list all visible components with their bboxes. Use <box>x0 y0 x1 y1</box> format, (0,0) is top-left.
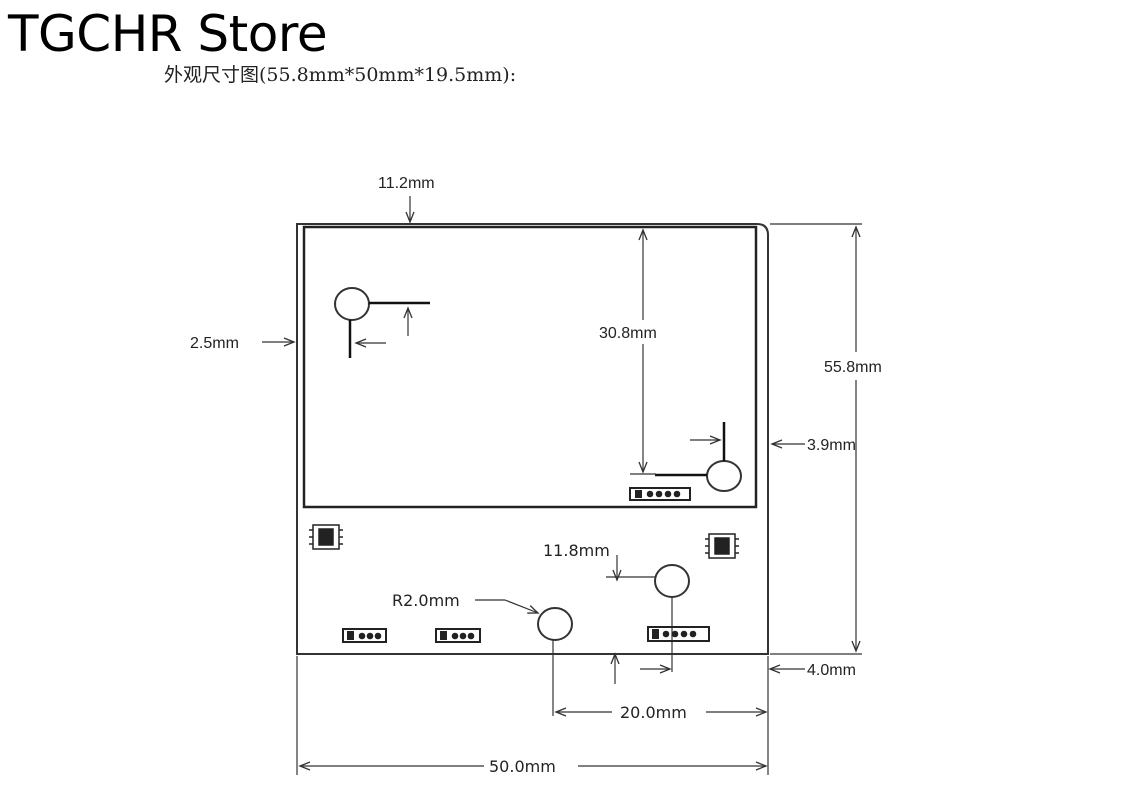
connector-header-left <box>342 628 387 643</box>
label-top-offset: 11.2mm <box>378 175 435 192</box>
hole-top-left <box>334 287 370 321</box>
mounting-holes <box>334 287 742 641</box>
label-total-height: 55.8mm <box>824 359 882 376</box>
label-bottom-margin: 4.0mm <box>807 662 856 679</box>
label-right-margin: 3.9mm <box>807 437 856 454</box>
chip-right <box>705 533 739 559</box>
hole-screen-bottom-right <box>706 460 742 492</box>
label-hole-offset: 11.8mm <box>543 541 610 560</box>
hole-bottom-left <box>537 607 573 641</box>
store-watermark: TGCHR Store <box>8 5 328 63</box>
connector-header-screen <box>629 487 691 501</box>
dimension-arrows <box>262 196 862 775</box>
label-total-width: 50.0mm <box>489 757 556 776</box>
hole-bottom-right <box>654 564 690 598</box>
connector-header-middle <box>435 628 481 643</box>
hole-reference-lines <box>348 301 726 477</box>
diagram-subtitle: 外观尺寸图(55.8mm*50mm*19.5mm): <box>164 64 517 86</box>
label-hole-radius: R2.0mm <box>392 591 460 610</box>
board-outline <box>296 223 769 655</box>
label-hole-spacing: 20.0mm <box>620 703 687 722</box>
connector-header-right <box>647 626 710 642</box>
label-screen-height: 30.8mm <box>599 325 657 342</box>
chip-left <box>309 524 343 550</box>
screen-area <box>302 225 758 509</box>
label-left-margin: 2.5mm <box>190 335 239 352</box>
